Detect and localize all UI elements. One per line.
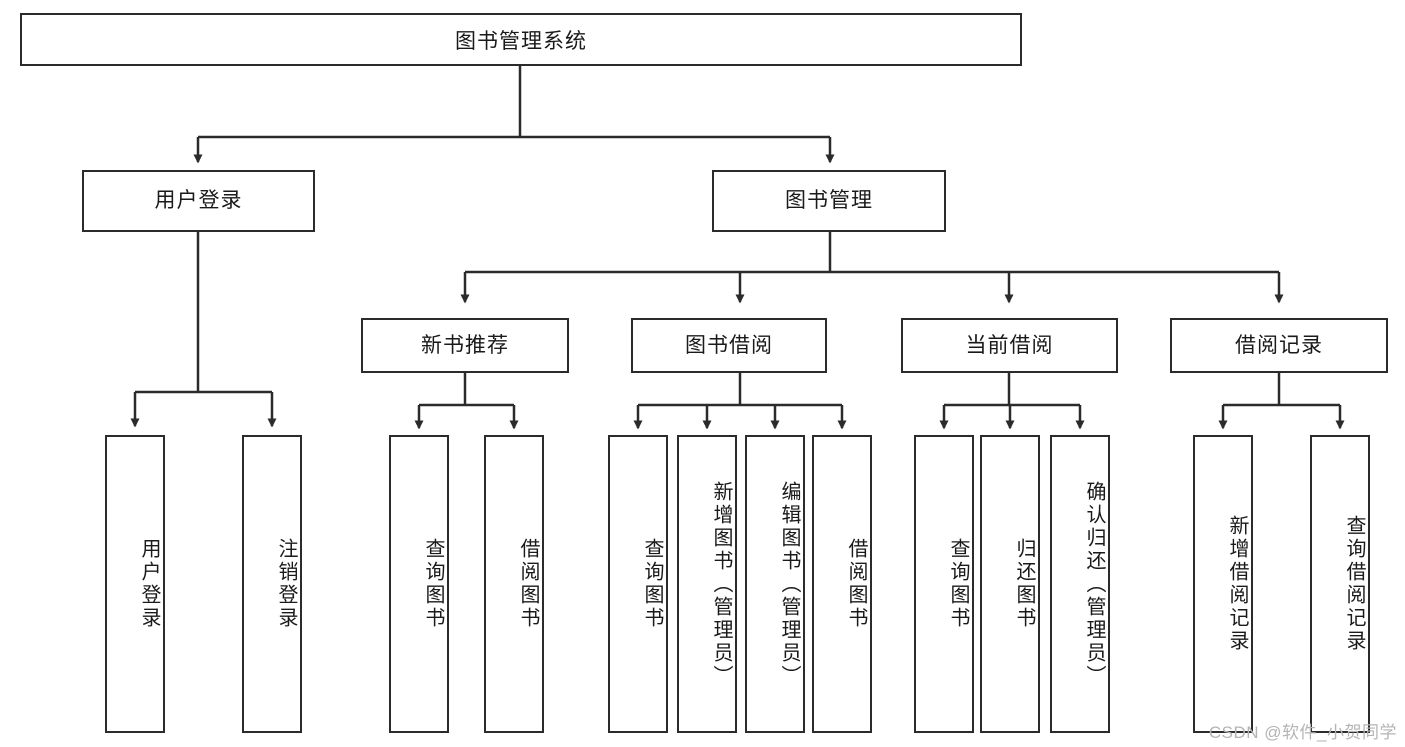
node-label: 借阅记录 (1235, 333, 1323, 357)
leaf-query-book-borrow[interactable]: 查询图书 (608, 435, 668, 733)
node-label: 图书管理系统 (455, 29, 587, 53)
node-label: 查询图书 (947, 538, 969, 630)
node-label: 查询图书 (641, 538, 663, 630)
node-label: 新增图书（管理员） (710, 480, 732, 688)
leaf-query-book-newbook[interactable]: 查询图书 (389, 435, 449, 733)
node-label: 查询图书 (422, 538, 444, 630)
node-label: 编辑图书（管理员） (778, 480, 800, 688)
node-label: 图书借阅 (685, 333, 773, 357)
node-new-book-recommendation[interactable]: 新书推荐 (361, 318, 569, 373)
node-current-borrowing[interactable]: 当前借阅 (901, 318, 1118, 373)
node-label: 新增借阅记录 (1226, 515, 1248, 653)
node-label: 用户登录 (138, 538, 160, 630)
node-borrowing-records[interactable]: 借阅记录 (1170, 318, 1388, 373)
leaf-borrow-book-newbook[interactable]: 借阅图书 (484, 435, 544, 733)
leaf-confirm-return-admin[interactable]: 确认归还（管理员） (1050, 435, 1110, 733)
node-label: 当前借阅 (965, 333, 1054, 357)
node-root-book-management-system[interactable]: 图书管理系统 (20, 13, 1022, 66)
node-label: 归还图书 (1013, 538, 1035, 630)
node-user-login[interactable]: 用户登录 (82, 170, 315, 232)
node-label: 新书推荐 (421, 333, 509, 357)
node-label: 图书管理 (785, 189, 873, 213)
leaf-query-book-current[interactable]: 查询图书 (914, 435, 974, 733)
leaf-logout[interactable]: 注销登录 (242, 435, 302, 733)
leaf-add-borrow-record[interactable]: 新增借阅记录 (1193, 435, 1253, 733)
leaf-return-book[interactable]: 归还图书 (980, 435, 1040, 733)
node-label: 用户登录 (154, 189, 243, 213)
leaf-add-book-admin[interactable]: 新增图书（管理员） (677, 435, 737, 733)
node-book-borrowing[interactable]: 图书借阅 (631, 318, 827, 373)
leaf-lend-book[interactable]: 借阅图书 (812, 435, 872, 733)
leaf-edit-book-admin[interactable]: 编辑图书（管理员） (745, 435, 805, 733)
node-label: 注销登录 (275, 538, 297, 630)
node-book-management[interactable]: 图书管理 (712, 170, 946, 232)
leaf-user-login[interactable]: 用户登录 (105, 435, 165, 733)
leaf-query-borrow-record[interactable]: 查询借阅记录 (1310, 435, 1370, 733)
node-label: 确认归还（管理员） (1083, 480, 1105, 688)
node-label: 查询借阅记录 (1343, 515, 1365, 653)
node-label: 借阅图书 (845, 538, 867, 630)
node-label: 借阅图书 (517, 538, 539, 630)
